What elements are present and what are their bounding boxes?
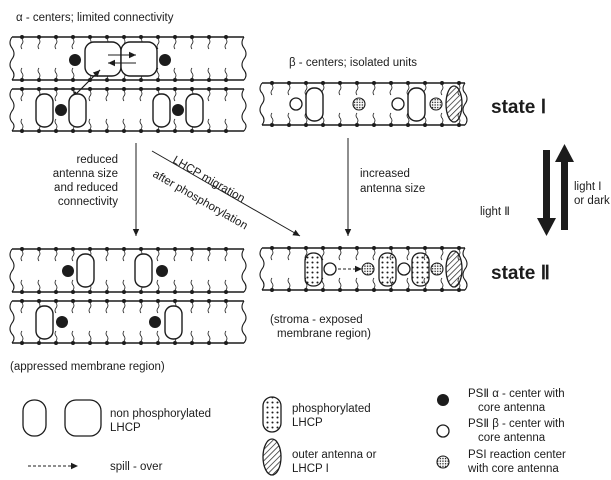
reduced-label-1: reduced xyxy=(76,154,118,166)
membrane-beta-state2 xyxy=(260,246,467,292)
state-transition-arrows xyxy=(537,144,574,236)
legend-alpha-center-symbol xyxy=(437,394,449,406)
legend-psi-center-symbol xyxy=(437,456,449,468)
legend-small-lhcp-symbol xyxy=(23,400,46,436)
legend-alpha-2: core antenna xyxy=(478,402,546,414)
increased-label-2: antenna size xyxy=(360,183,425,195)
beta-centers-title: β - centers; isolated units xyxy=(289,57,417,69)
increased-label-1: increased xyxy=(360,168,410,180)
legend-beta-1: PSⅡ β - center with xyxy=(468,418,565,430)
membrane-alpha-state2 xyxy=(10,247,246,345)
legend-outer-antenna-symbol xyxy=(263,439,281,475)
light1-label-1: light I xyxy=(574,181,602,193)
light2-label: light Ⅱ xyxy=(480,206,510,218)
legend-nonphos-1: non phosphorylated xyxy=(110,408,211,420)
legend-alpha-1: PSⅡ α - center with xyxy=(468,388,565,400)
state1-label: state Ⅰ xyxy=(491,97,546,118)
light1-label-2: or dark xyxy=(574,195,610,207)
legend-spill: spill - over xyxy=(110,461,163,473)
legend-phos-1: phosphorylated xyxy=(292,403,371,415)
membrane-alpha-state1 xyxy=(10,35,246,133)
state2-label: state Ⅱ xyxy=(491,263,550,284)
stroma-label-1: (stroma - exposed xyxy=(270,314,363,326)
reduced-label-3: and reduced xyxy=(54,182,118,194)
legend-psi-1: PSI reaction center xyxy=(468,449,566,461)
legend-beta-center-symbol xyxy=(437,425,449,437)
reduced-label-2: antenna size xyxy=(53,168,118,180)
reduced-label-4: connectivity xyxy=(58,196,118,208)
legend-outer-2: LHCP I xyxy=(292,463,329,475)
legend-phos-2: LHCP xyxy=(292,417,323,429)
legend-beta-2: core antenna xyxy=(478,432,546,444)
membrane-beta-state1 xyxy=(260,81,467,127)
legend: non phosphorylated LHCP spill - over pho… xyxy=(23,388,566,475)
legend-outer-1: outer antenna or xyxy=(292,449,377,461)
legend-psi-2: with core antenna xyxy=(467,463,559,475)
stroma-label-2: membrane region) xyxy=(277,328,371,340)
appressed-label: (appressed membrane region) xyxy=(10,361,165,373)
legend-nonphos-2: LHCP xyxy=(110,422,141,434)
alpha-centers-title: α - centers; limited connectivity xyxy=(16,12,174,24)
legend-large-lhcp-symbol xyxy=(65,400,101,436)
legend-phosphorylated-symbol xyxy=(263,397,281,432)
